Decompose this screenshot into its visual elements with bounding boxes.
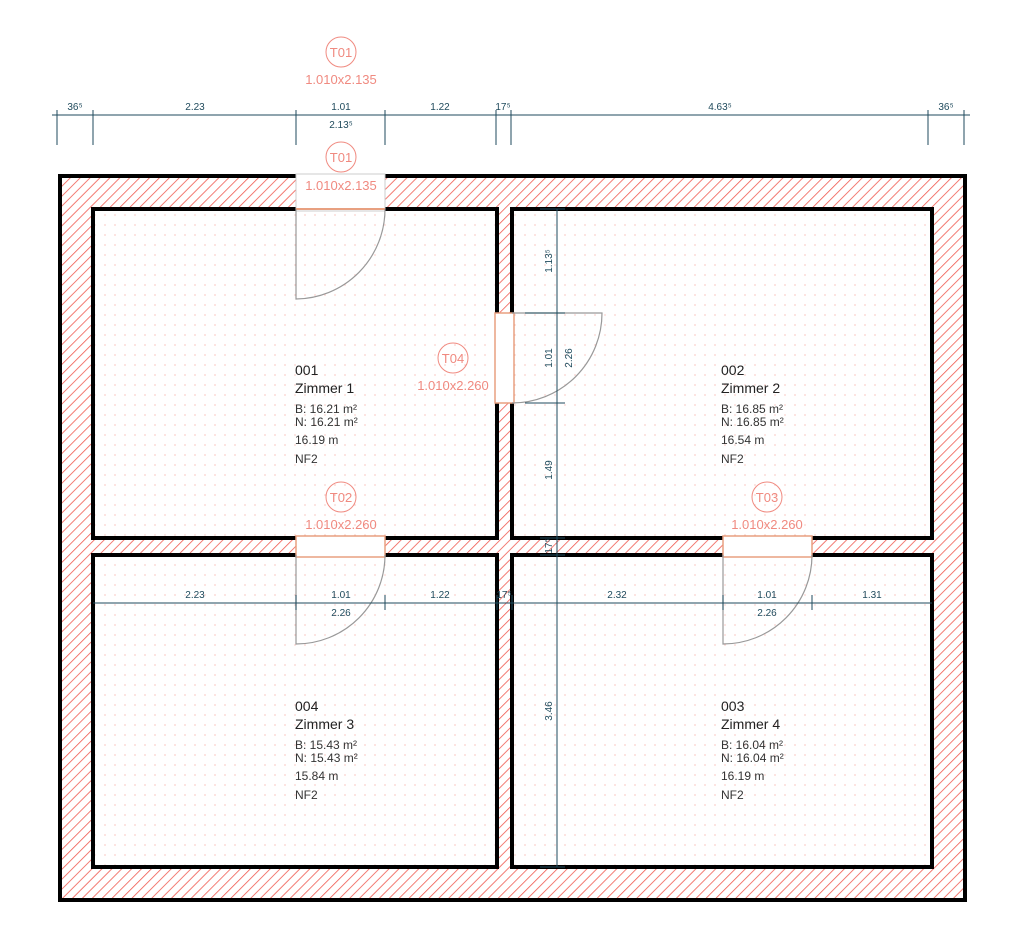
svg-text:003: 003 xyxy=(721,698,745,714)
svg-text:004: 004 xyxy=(295,698,319,714)
svg-text:16.19 m: 16.19 m xyxy=(721,769,764,783)
door-tag-t02: T02 1.010x2.260 xyxy=(305,481,377,532)
svg-text:001: 001 xyxy=(295,362,319,378)
room-002-floor[interactable] xyxy=(510,207,934,540)
svg-text:15.84 m: 15.84 m xyxy=(295,769,338,783)
svg-text:2.32: 2.32 xyxy=(607,590,627,601)
svg-text:B: 16.85 m²: B: 16.85 m² xyxy=(721,402,783,416)
door-opening-t02[interactable] xyxy=(295,535,386,645)
svg-text:N: 15.43 m²: N: 15.43 m² xyxy=(295,751,358,765)
svg-text:1.01: 1.01 xyxy=(331,590,351,601)
svg-text:16.54 m: 16.54 m xyxy=(721,433,764,447)
svg-text:NF2: NF2 xyxy=(295,452,318,466)
svg-text:T03: T03 xyxy=(756,490,778,505)
svg-text:1.010x2.260: 1.010x2.260 xyxy=(731,517,803,532)
room-label-001: 001 Zimmer 1 B: 16.21 m² N: 16.21 m² 16.… xyxy=(295,362,358,466)
svg-text:2.23: 2.23 xyxy=(185,102,205,113)
room-004-floor[interactable] xyxy=(91,553,499,869)
svg-text:1.01: 1.01 xyxy=(757,590,777,601)
svg-text:2.26: 2.26 xyxy=(757,608,777,619)
svg-text:1.01: 1.01 xyxy=(544,348,555,368)
svg-text:NF2: NF2 xyxy=(721,788,744,802)
svg-text:Zimmer 1: Zimmer 1 xyxy=(295,380,354,396)
svg-text:1.010x2.260: 1.010x2.260 xyxy=(417,378,489,393)
svg-text:N: 16.21 m²: N: 16.21 m² xyxy=(295,415,358,429)
door-tag-t01-top: T01 1.010x2.135 xyxy=(305,36,377,87)
svg-text:2.26: 2.26 xyxy=(564,348,575,368)
room-001-floor[interactable] xyxy=(91,207,499,540)
svg-text:2.26: 2.26 xyxy=(331,608,351,619)
door-tag-t04: T04 1.010x2.260 xyxy=(417,342,489,393)
svg-text:17⁵: 17⁵ xyxy=(495,102,510,113)
svg-text:T01: T01 xyxy=(330,45,352,60)
room-003-floor[interactable] xyxy=(510,553,934,869)
svg-text:1.010x2.135: 1.010x2.135 xyxy=(305,178,377,193)
svg-text:1.010x2.135: 1.010x2.135 xyxy=(305,72,377,87)
svg-text:36⁵: 36⁵ xyxy=(938,102,953,113)
svg-text:N: 16.85 m²: N: 16.85 m² xyxy=(721,415,784,429)
door-opening-t01[interactable] xyxy=(295,173,386,300)
svg-text:1.22: 1.22 xyxy=(430,590,450,601)
svg-text:1.49: 1.49 xyxy=(544,460,555,480)
svg-text:NF2: NF2 xyxy=(721,452,744,466)
svg-text:B: 16.04 m²: B: 16.04 m² xyxy=(721,738,783,752)
svg-text:N: 16.04 m²: N: 16.04 m² xyxy=(721,751,784,765)
dimension-line-vertical: 1.13⁵ 1.01 2.26 1.49 17⁵ 3.46 xyxy=(525,208,575,868)
svg-text:2.23: 2.23 xyxy=(185,590,205,601)
dimension-line-middle: 2.23 1.01 2.26 1.22 17⁵ 2.32 1.01 2.26 1… xyxy=(93,590,932,619)
svg-text:Zimmer 3: Zimmer 3 xyxy=(295,716,354,732)
svg-text:002: 002 xyxy=(721,362,745,378)
svg-text:B: 16.21 m²: B: 16.21 m² xyxy=(295,402,357,416)
svg-text:4.63⁵: 4.63⁵ xyxy=(708,102,732,113)
door-opening-t04[interactable] xyxy=(494,312,603,404)
svg-text:T01: T01 xyxy=(330,150,352,165)
dimension-line-top: 36⁵ 2.23 1.01 2.13⁵ 1.22 17⁵ 4.63⁵ 36⁵ xyxy=(52,102,970,145)
svg-text:Zimmer 4: Zimmer 4 xyxy=(721,716,780,732)
room-label-003: 003 Zimmer 4 B: 16.04 m² N: 16.04 m² 16.… xyxy=(721,698,784,802)
svg-text:B: 15.43 m²: B: 15.43 m² xyxy=(295,738,357,752)
svg-text:1.010x2.260: 1.010x2.260 xyxy=(305,517,377,532)
door-tag-t01: T01 1.010x2.135 xyxy=(305,141,377,193)
svg-text:1.13⁵: 1.13⁵ xyxy=(544,249,555,273)
room-label-004: 004 Zimmer 3 B: 15.43 m² N: 15.43 m² 15.… xyxy=(295,698,358,802)
svg-text:T02: T02 xyxy=(330,490,352,505)
door-tag-t03: T03 1.010x2.260 xyxy=(731,481,803,532)
svg-text:3.46: 3.46 xyxy=(544,701,555,721)
svg-text:Zimmer 2: Zimmer 2 xyxy=(721,380,780,396)
svg-text:NF2: NF2 xyxy=(295,788,318,802)
svg-text:2.13⁵: 2.13⁵ xyxy=(329,120,353,131)
room-label-002: 002 Zimmer 2 B: 16.85 m² N: 16.85 m² 16.… xyxy=(721,362,784,466)
svg-text:17⁵: 17⁵ xyxy=(496,590,511,601)
svg-text:16.19 m: 16.19 m xyxy=(295,433,338,447)
svg-text:1.31: 1.31 xyxy=(862,590,882,601)
door-opening-t03[interactable] xyxy=(722,535,813,645)
svg-text:T04: T04 xyxy=(442,351,464,366)
svg-text:1.01: 1.01 xyxy=(331,102,351,113)
svg-text:36⁵: 36⁵ xyxy=(67,102,82,113)
svg-text:17⁵: 17⁵ xyxy=(544,538,555,553)
svg-text:1.22: 1.22 xyxy=(430,102,450,113)
